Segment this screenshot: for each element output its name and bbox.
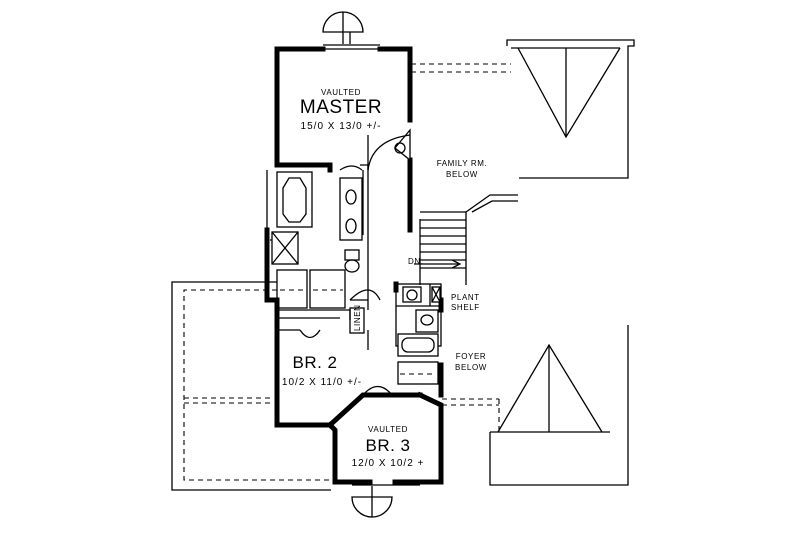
plant-shelf-label-2: SHELF <box>451 303 480 312</box>
window-bottom <box>351 484 420 518</box>
exterior-walls <box>264 46 444 485</box>
stair-down-label: DN. <box>408 257 424 266</box>
door-swings <box>299 134 411 396</box>
hall-bath-fixtures <box>397 286 441 357</box>
interior-walls <box>266 164 442 350</box>
staircase <box>414 194 518 285</box>
linen-closet <box>349 307 365 334</box>
family-room-label: FAMILY RM. <box>437 159 488 168</box>
bedroom3-size: 12/0 X 10/2 + <box>352 458 425 469</box>
master-size: 15/0 X 13/0 +/- <box>301 121 382 132</box>
roof-right-lower <box>442 325 629 486</box>
foyer-label: FOYER <box>456 352 487 361</box>
plant-shelf-label: PLANT <box>451 293 480 302</box>
corner-fireplace <box>394 128 411 162</box>
bedroom2-size: 10/2 X 11/0 +/- <box>282 377 362 388</box>
window-top <box>322 11 380 50</box>
roof-left <box>171 281 331 491</box>
master-note: VAULTED <box>321 88 361 97</box>
roof-right-upper <box>411 39 635 179</box>
linen-label: LINEN <box>353 304 362 331</box>
bedroom3-name: BR. 3 <box>365 436 410 455</box>
bedroom3-note: VAULTED <box>368 425 408 434</box>
foyer-below: BELOW <box>455 363 487 372</box>
closet-rods <box>276 269 439 385</box>
family-room-below: BELOW <box>446 170 478 179</box>
bedroom2-name: BR. 2 <box>292 353 337 372</box>
master-name: MASTER <box>300 97 382 118</box>
master-bath-fixtures <box>270 165 363 273</box>
